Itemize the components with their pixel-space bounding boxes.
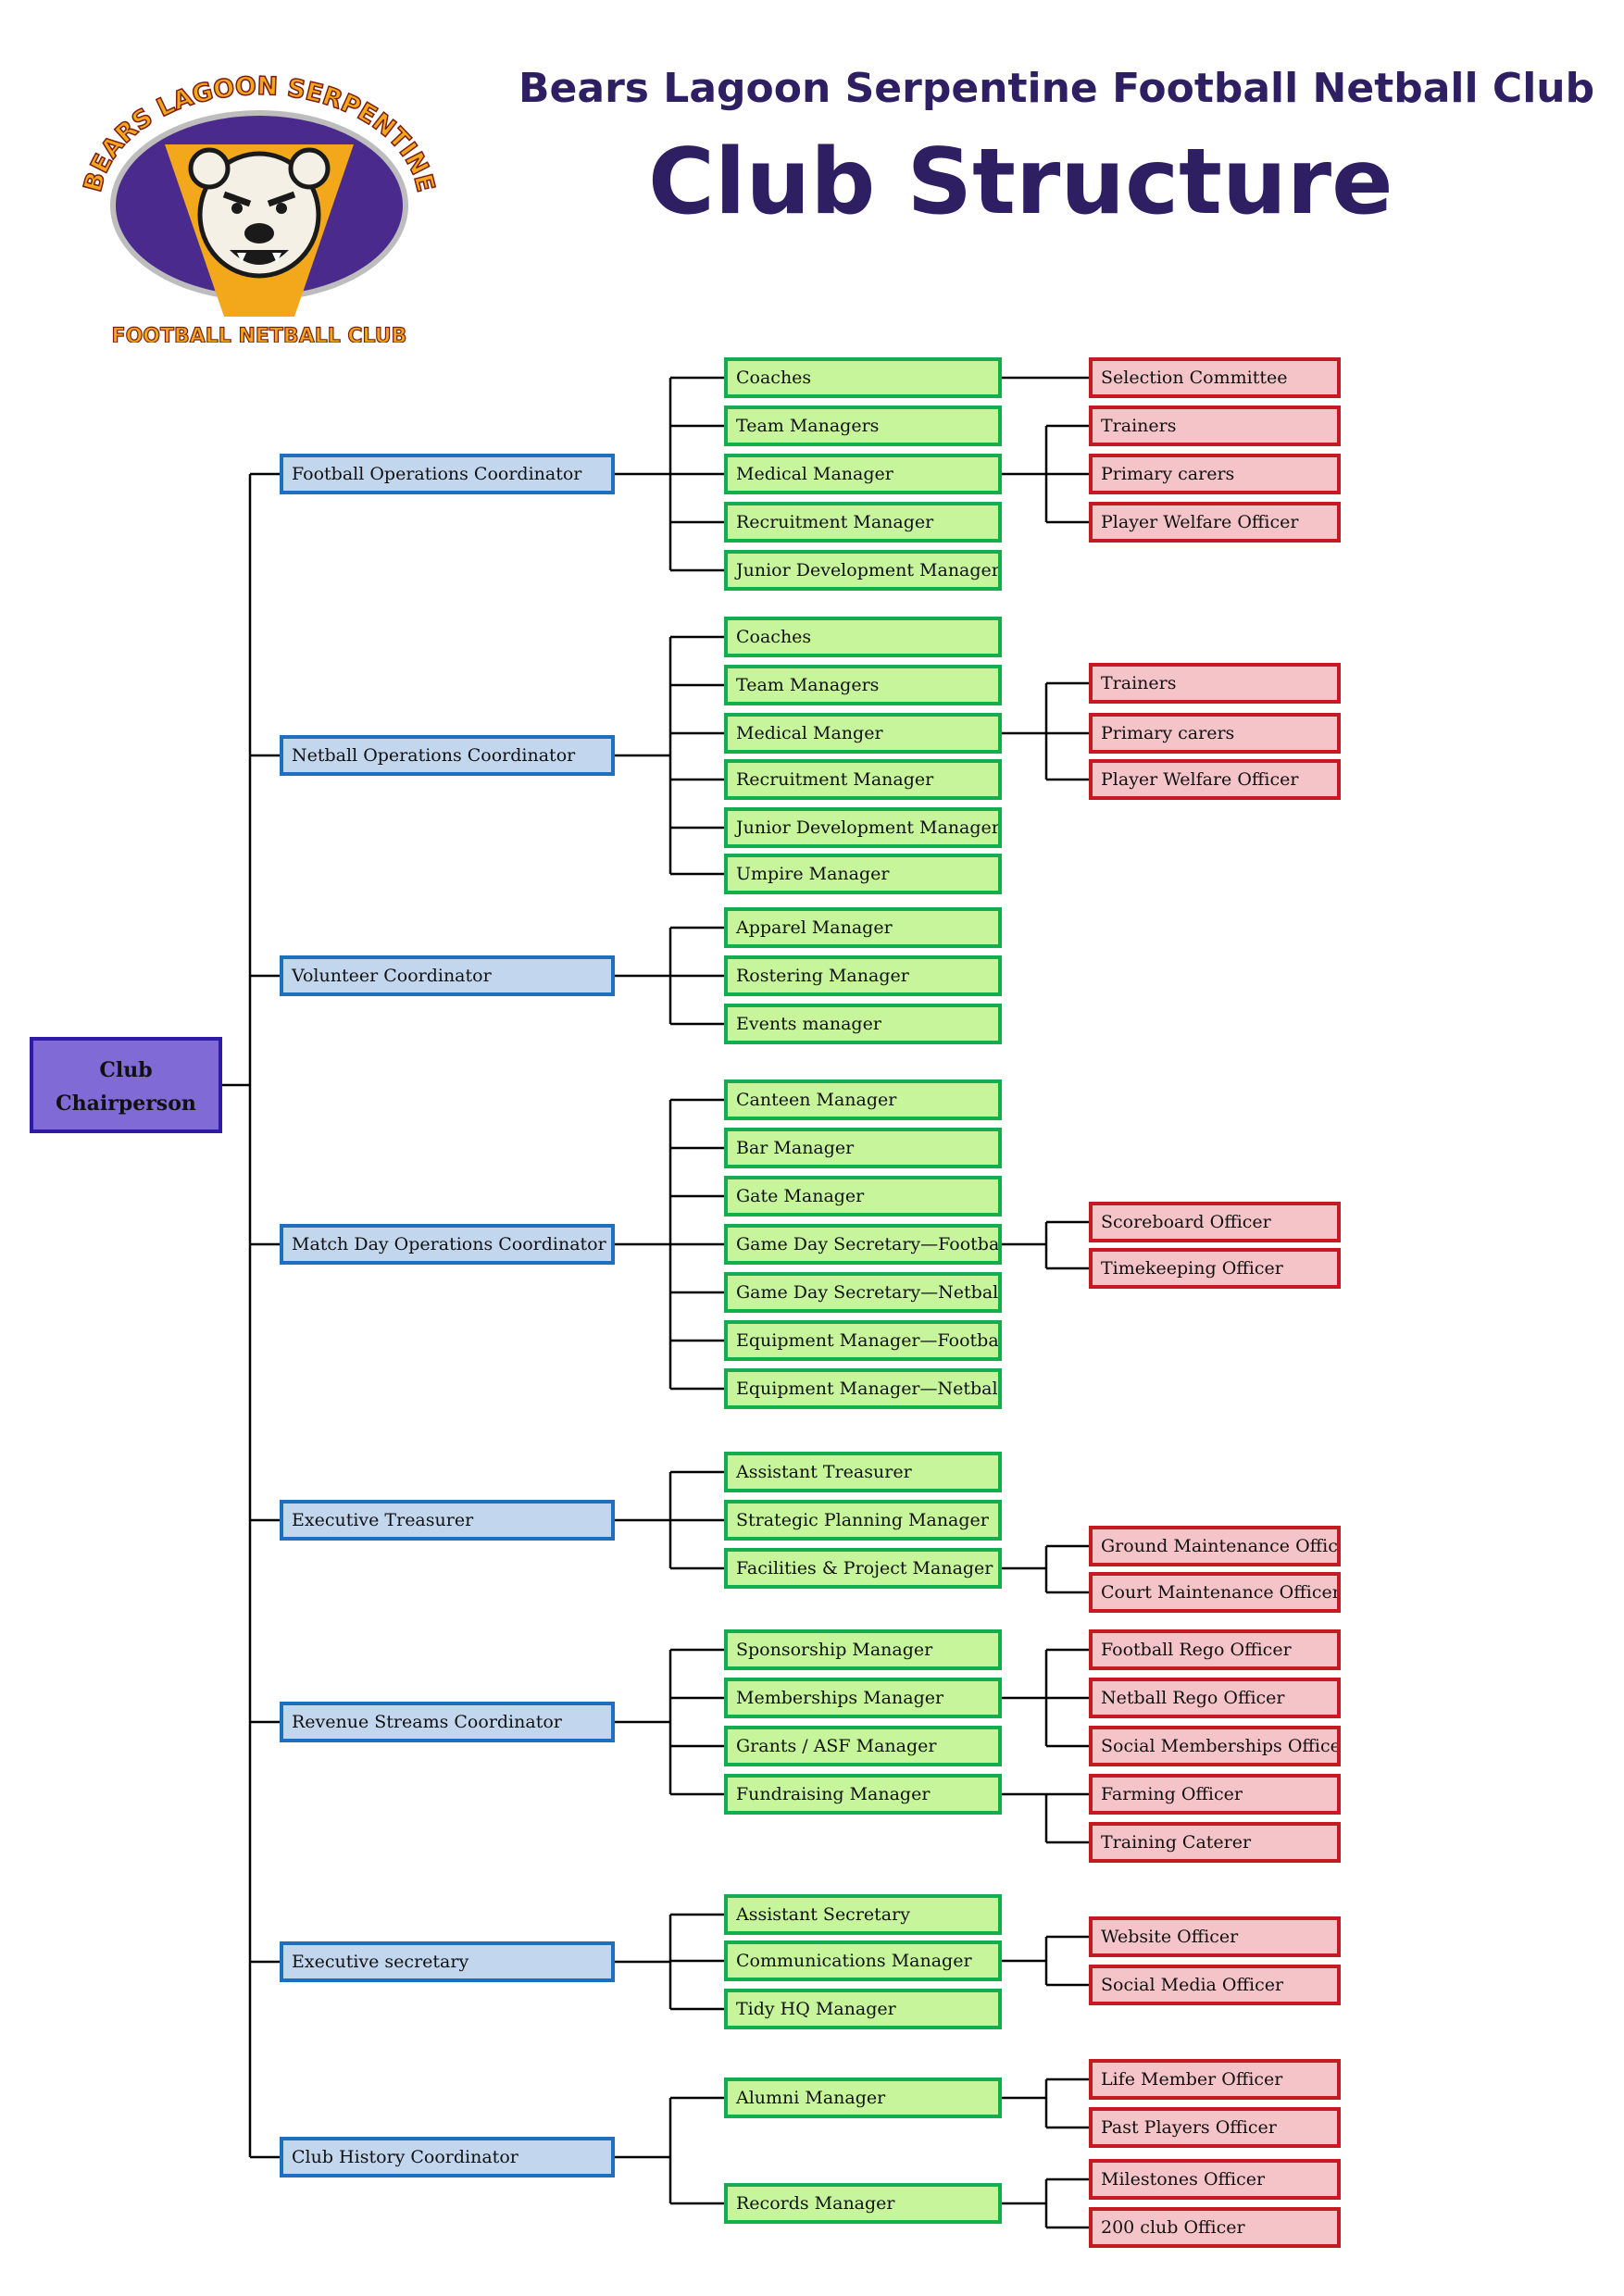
manager-box: Sponsorship Manager bbox=[724, 1629, 1002, 1670]
manager-box: Game Day Secretary—Football bbox=[724, 1224, 1002, 1265]
officer-box: Selection Committee bbox=[1089, 357, 1341, 398]
coordinator-box: Football Operations Coordinator bbox=[280, 454, 615, 494]
manager-box: Canteen Manager bbox=[724, 1079, 1002, 1120]
manager-box: Team Managers bbox=[724, 665, 1002, 705]
officer-box: Player Welfare Officer bbox=[1089, 759, 1341, 800]
officer-box: Primary carers bbox=[1089, 454, 1341, 494]
manager-box: Communications Manager bbox=[724, 1940, 1002, 1981]
manager-box: Coaches bbox=[724, 357, 1002, 398]
manager-box: Events manager bbox=[724, 1004, 1002, 1044]
manager-box: Junior Development Manager bbox=[724, 807, 1002, 848]
manager-box: Equipment Manager—Football bbox=[724, 1320, 1002, 1361]
manager-box: Medical Manager bbox=[724, 454, 1002, 494]
manager-box: Assistant Secretary bbox=[724, 1894, 1002, 1935]
manager-box: Junior Development Manager bbox=[724, 550, 1002, 591]
coordinator-box: Netball Operations Coordinator bbox=[280, 735, 615, 776]
manager-box: Strategic Planning Manager bbox=[724, 1500, 1002, 1541]
manager-box: Rostering Manager bbox=[724, 955, 1002, 996]
manager-box: Coaches bbox=[724, 617, 1002, 657]
officer-box: Life Member Officer bbox=[1089, 2059, 1341, 2100]
officer-box: Scoreboard Officer bbox=[1089, 1202, 1341, 1242]
officer-box: Football Rego Officer bbox=[1089, 1629, 1341, 1670]
officer-box: Trainers bbox=[1089, 663, 1341, 704]
manager-box: Game Day Secretary—Netball bbox=[724, 1272, 1002, 1313]
officer-box: Website Officer bbox=[1089, 1916, 1341, 1957]
officer-box: Social Memberships Officer bbox=[1089, 1726, 1341, 1766]
club-logo: BEARS LAGOON SERPENTINE FOOTBALL NETBALL… bbox=[78, 71, 441, 343]
manager-box: Memberships Manager bbox=[724, 1678, 1002, 1718]
manager-box: Gate Manager bbox=[724, 1176, 1002, 1217]
coordinator-box: Club History Coordinator bbox=[280, 2137, 615, 2177]
manager-box: Grants / ASF Manager bbox=[724, 1726, 1002, 1766]
manager-box: Facilities & Project Manager bbox=[724, 1548, 1002, 1589]
officer-box: Trainers bbox=[1089, 406, 1341, 446]
root-label-line1: Club bbox=[99, 1058, 153, 1082]
manager-box: Assistant Treasurer bbox=[724, 1452, 1002, 1492]
manager-box: Tidy HQ Manager bbox=[724, 1989, 1002, 2029]
officer-box: Primary carers bbox=[1089, 713, 1341, 754]
manager-box: Bar Manager bbox=[724, 1128, 1002, 1168]
officer-box: Social Media Officer bbox=[1089, 1965, 1341, 2005]
officer-box: 200 club Officer bbox=[1089, 2207, 1341, 2248]
coordinator-box: Volunteer Coordinator bbox=[280, 955, 615, 996]
manager-box: Alumni Manager bbox=[724, 2078, 1002, 2118]
manager-box: Fundraising Manager bbox=[724, 1774, 1002, 1815]
manager-box: Recruitment Manager bbox=[724, 502, 1002, 543]
manager-box: Medical Manger bbox=[724, 713, 1002, 754]
officer-box: Milestones Officer bbox=[1089, 2159, 1341, 2200]
club-name-heading: Bears Lagoon Serpentine Football Netball… bbox=[518, 65, 1595, 112]
logo-bottom-text: FOOTBALL NETBALL CLUB bbox=[112, 325, 407, 343]
page-title: Club Structure bbox=[648, 130, 1393, 235]
officer-box: Past Players Officer bbox=[1089, 2107, 1341, 2148]
coordinator-box: Revenue Streams Coordinator bbox=[280, 1702, 615, 1742]
manager-box: Apparel Manager bbox=[724, 907, 1002, 948]
officer-box: Player Welfare Officer bbox=[1089, 502, 1341, 543]
root-label-line2: Chairperson bbox=[56, 1092, 196, 1116]
officer-box: Ground Maintenance Officer bbox=[1089, 1526, 1341, 1566]
officer-box: Netball Rego Officer bbox=[1089, 1678, 1341, 1718]
manager-box: Team Managers bbox=[724, 406, 1002, 446]
officer-box: Farming Officer bbox=[1089, 1774, 1341, 1815]
manager-box: Records Manager bbox=[724, 2183, 1002, 2224]
manager-box: Equipment Manager—Netball bbox=[724, 1368, 1002, 1409]
officer-box: Training Caterer bbox=[1089, 1822, 1341, 1863]
bear-head-icon bbox=[188, 147, 331, 279]
officer-box: Court Maintenance Officer bbox=[1089, 1572, 1341, 1613]
coordinator-box: Executive Treasurer bbox=[280, 1500, 615, 1541]
officer-box: Timekeeping Officer bbox=[1089, 1248, 1341, 1289]
coordinator-box: Executive secretary bbox=[280, 1941, 615, 1982]
manager-box: Umpire Manager bbox=[724, 854, 1002, 894]
manager-box: Recruitment Manager bbox=[724, 759, 1002, 800]
coordinator-box: Match Day Operations Coordinator bbox=[280, 1224, 615, 1265]
